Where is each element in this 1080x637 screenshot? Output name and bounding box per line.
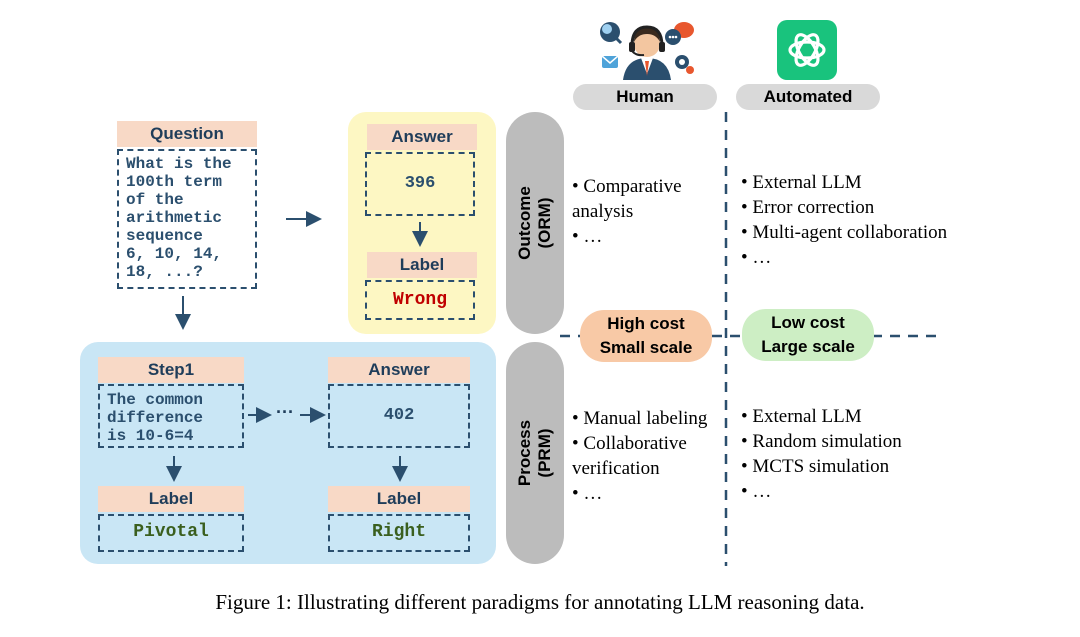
customer-support-agent-icon [600, 22, 694, 80]
list-item: • Random simulation [741, 431, 902, 452]
outcome-row-pill [506, 112, 564, 334]
list-item: • … [741, 247, 772, 268]
answer-label-value: Right [371, 522, 426, 542]
list-item: • Manual labeling [572, 408, 708, 429]
step1-label-header: Label [98, 486, 244, 512]
automated-column-header: Automated [736, 84, 880, 110]
list-item: • Multi-agent collaboration [741, 222, 948, 243]
auto-process-list: • External LLM • Random simulation • MCT… [741, 404, 902, 504]
step-ellipsis: ··· [276, 402, 294, 422]
human-cost-badge: High cost Small scale [580, 310, 712, 362]
auto-cost-line1: Low cost [771, 313, 845, 332]
list-item: verification [572, 458, 660, 479]
step1-label-value: Pivotal [133, 522, 209, 542]
human-process-list: • Manual labeling • Collaborative verifi… [572, 406, 707, 506]
outcome-label-box: Wrong [365, 280, 475, 320]
list-item: • External LLM [741, 406, 862, 427]
list-item: • … [741, 481, 772, 502]
auto-cost-line2: Large scale [761, 337, 855, 356]
question-text: What is the 100th term of the arithmetic… [126, 155, 232, 281]
outcome-label-value: Wrong [392, 290, 447, 310]
process-answer-value: 402 [383, 406, 415, 425]
answer-label-box: Right [328, 514, 470, 552]
process-answer-box: 402 [328, 384, 470, 448]
process-row-pill [506, 342, 564, 564]
chatgpt-logo-icon [777, 20, 837, 80]
auto-cost-badge: Low cost Large scale [742, 309, 874, 361]
question-box: What is the 100th term of the arithmetic… [117, 149, 257, 289]
process-row-label: Process (PRM) [515, 419, 554, 487]
step1-label-box: Pivotal [98, 514, 244, 552]
human-cost-line1: High cost [607, 314, 685, 333]
outcome-answer-header: Answer [367, 124, 477, 150]
figure-caption: Figure 1: Illustrating different paradig… [215, 590, 865, 614]
list-item: analysis [572, 201, 634, 222]
question-header: Question [117, 121, 257, 147]
step1-header: Step1 [98, 357, 244, 383]
outcome-row-label: Outcome (ORM) [515, 186, 554, 260]
list-item: • MCTS simulation [741, 456, 890, 477]
outcome-answer-value: 396 [404, 174, 436, 193]
list-item: • Collaborative [572, 433, 687, 454]
outcome-label-header: Label [367, 252, 477, 278]
list-item: • Error correction [741, 197, 875, 218]
outcome-answer-box: 396 [365, 152, 475, 216]
human-column-header: Human [573, 84, 717, 110]
answer-label-header: Label [328, 486, 470, 512]
human-cost-line2: Small scale [599, 338, 693, 357]
list-item: • External LLM [741, 172, 862, 193]
auto-outcome-list: • External LLM • Error correction • Mult… [741, 170, 947, 270]
list-item: • Comparative [572, 176, 682, 197]
step1-text: The common difference is 10-6=4 [107, 391, 204, 445]
step1-box: The common difference is 10-6=4 [98, 384, 244, 448]
list-item: • … [572, 226, 603, 247]
list-item: • … [572, 483, 603, 504]
human-outcome-list: • Comparative analysis • … [572, 174, 682, 249]
process-answer-header: Answer [328, 357, 470, 383]
